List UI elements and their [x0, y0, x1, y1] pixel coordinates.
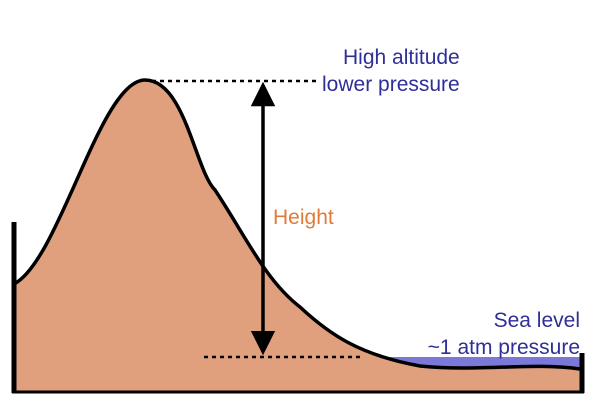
mountain-outline — [12, 78, 582, 371]
mountain-fill — [14, 80, 580, 392]
high-altitude-label-line1: High altitude — [342, 46, 460, 69]
high-altitude-label: High altitude lower pressure — [322, 44, 460, 98]
height-label: Height — [273, 206, 334, 229]
sea-level-label-line2: ~1 atm pressure — [427, 336, 580, 359]
sea-level-label-line1: Sea level — [493, 309, 580, 332]
sea-level-label: Sea level ~1 atm pressure — [368, 307, 580, 361]
high-altitude-label-line2: lower pressure — [322, 73, 460, 96]
